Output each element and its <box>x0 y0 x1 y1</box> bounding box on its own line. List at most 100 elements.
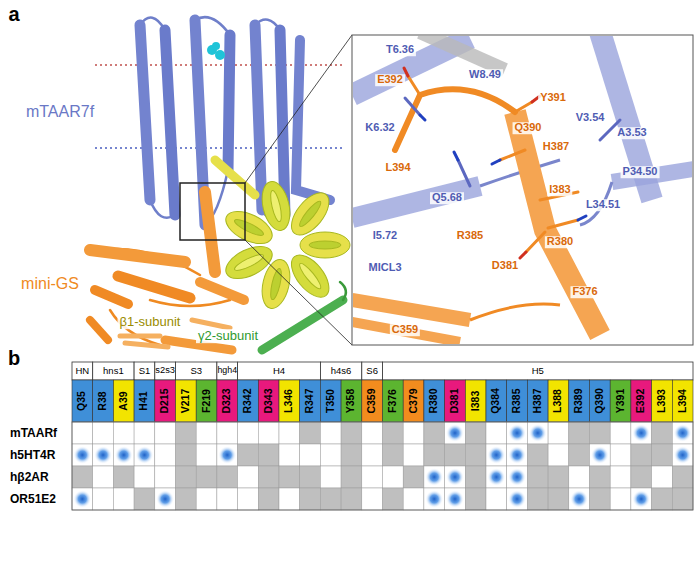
table-cell-fill <box>196 488 217 510</box>
side-chain <box>548 220 578 228</box>
table-cell-fill <box>486 488 507 510</box>
header-cell <box>176 362 217 380</box>
residue-label: P34.50 <box>621 166 660 178</box>
protein-label: β1-subunit <box>118 315 183 329</box>
table-cell-fill <box>341 444 362 466</box>
inset-panel <box>353 186 480 218</box>
table-cell-fill <box>507 488 528 510</box>
contact-dot <box>674 424 692 442</box>
header-cell <box>383 362 694 380</box>
table-cell-fill <box>300 466 321 488</box>
table-cell-fill <box>672 422 693 444</box>
table-cell-fill <box>590 466 611 488</box>
receptor-ribbon <box>140 17 330 225</box>
table-cell-fill <box>652 466 673 488</box>
residue-cell <box>72 380 93 422</box>
table-cell-fill <box>403 488 424 510</box>
table-cell-fill <box>238 466 259 488</box>
residue-label: I5.72 <box>371 230 399 242</box>
table-cell-fill <box>610 466 631 488</box>
table-cell-fill <box>93 488 114 510</box>
table-cell-fill <box>279 466 300 488</box>
residue-label: I383 <box>547 184 572 196</box>
protein-label: mTAAR7f <box>26 104 94 121</box>
table-cell-fill <box>445 422 466 444</box>
zoom-frame <box>180 183 245 240</box>
g-alpha-subunit <box>95 290 128 304</box>
residue-label: K6.32 <box>363 122 396 134</box>
residue-cell <box>258 380 279 422</box>
receptor-ribbon <box>296 40 330 200</box>
receptor-ribbon <box>165 30 175 215</box>
table-cell-fill <box>238 488 259 510</box>
table-cell-fill <box>631 444 652 466</box>
residue-cell <box>590 380 611 422</box>
residue-cell <box>548 380 569 422</box>
residue-cell <box>631 380 652 422</box>
contact-dot <box>446 424 464 442</box>
table-cell-fill <box>258 422 279 444</box>
table-cell-fill <box>113 488 134 510</box>
table-cell-fill <box>93 444 114 466</box>
table-cell-fill <box>631 488 652 510</box>
table-cell-fill <box>507 422 528 444</box>
table-cell: D323 <box>222 388 233 413</box>
contact-dot <box>446 468 464 486</box>
table-cell-fill <box>403 444 424 466</box>
table-cell: R342 <box>242 388 253 413</box>
residue-cell <box>362 380 383 422</box>
table-cell-fill <box>465 488 486 510</box>
beta-subunit <box>233 217 265 238</box>
table-cell-fill <box>320 444 341 466</box>
residue-label: F376 <box>570 286 599 298</box>
g-alpha-subunit <box>90 192 244 350</box>
side-chain <box>405 98 420 115</box>
receptor-ribbon <box>140 25 150 200</box>
table-cell: I383 <box>470 391 481 411</box>
table-border <box>72 422 693 510</box>
table-cell: R385 <box>512 388 523 413</box>
table-cell-fill <box>155 488 176 510</box>
inset-panel <box>420 36 505 70</box>
contact-dot <box>446 490 464 508</box>
table-cell-fill <box>300 444 321 466</box>
table-cell: T350 <box>325 389 336 413</box>
beta-subunit <box>284 186 336 241</box>
table-cell-fill <box>217 488 238 510</box>
g-alpha-subunit <box>90 320 108 340</box>
table-cell-fill <box>93 422 114 444</box>
table-cell-fill <box>403 422 424 444</box>
table-cell-fill <box>320 422 341 444</box>
ligand <box>207 42 225 60</box>
side-chain <box>515 102 532 112</box>
beta-subunit <box>269 190 284 223</box>
table-cell-fill <box>465 422 486 444</box>
beta-subunit <box>309 241 341 249</box>
table-cell-fill <box>362 422 383 444</box>
contact-dot <box>115 446 133 464</box>
beta-subunit <box>258 179 295 234</box>
g-alpha-subunit <box>118 276 190 298</box>
beta-subunit <box>221 240 277 285</box>
table-cell-fill <box>155 466 176 488</box>
table-cell-fill <box>176 444 197 466</box>
table-cell-fill <box>672 466 693 488</box>
table-header: HN <box>75 366 89 376</box>
table-header: hgh4 <box>217 366 237 375</box>
residue-cell <box>569 380 590 422</box>
table-header: h4s6 <box>331 366 352 376</box>
residue-cell <box>465 380 486 422</box>
contact-dot <box>529 424 547 442</box>
residue-label: Y391 <box>538 92 568 104</box>
zoom-frame <box>180 35 352 345</box>
residue-label: V3.54 <box>574 112 607 124</box>
table-cell-fill <box>424 422 445 444</box>
residue-cell <box>403 380 424 422</box>
table-cell-fill <box>527 444 548 466</box>
side-chain <box>454 152 458 160</box>
table-cell-fill <box>362 488 383 510</box>
data-table <box>72 362 693 510</box>
table-cell: R38 <box>98 391 109 410</box>
inset-panel <box>470 304 560 320</box>
